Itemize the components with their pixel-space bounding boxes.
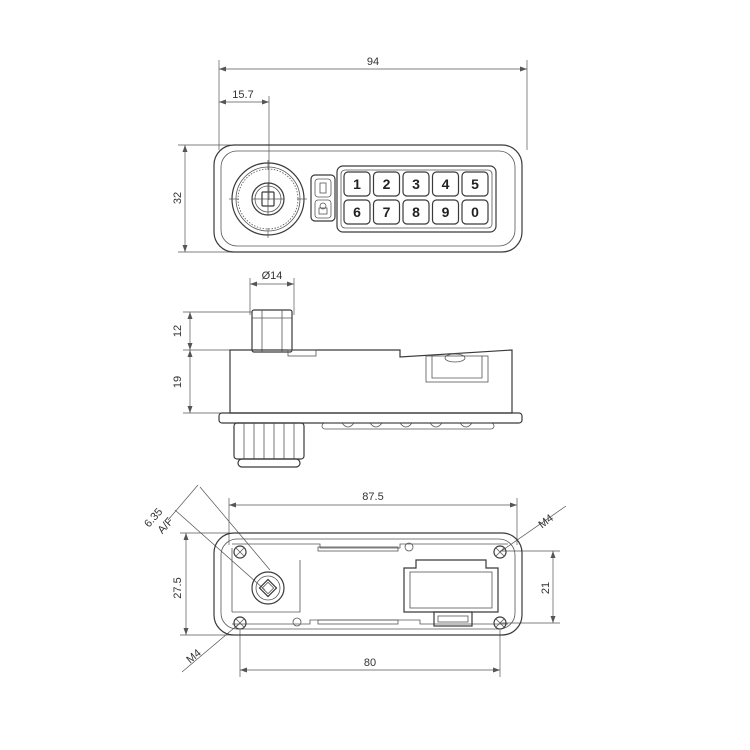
mounting-hole-icon	[493, 545, 507, 559]
key-label: 5	[471, 176, 479, 192]
keypad-key-8: 8	[402, 199, 430, 225]
key-cap	[461, 171, 489, 197]
screw-icon	[292, 542, 414, 627]
key-cap	[461, 199, 489, 225]
keypad	[336, 165, 497, 233]
battery-compartment	[403, 559, 499, 627]
key-cap	[402, 171, 430, 197]
dim-diameter: Ø14	[262, 270, 283, 282]
key-label: 8	[412, 204, 420, 220]
key-label: 2	[383, 176, 391, 192]
back-body-outline	[213, 532, 523, 636]
side-flange	[218, 412, 523, 424]
battery-icon	[314, 178, 332, 198]
keypad-key-5: 5	[461, 171, 489, 197]
key-label: 0	[471, 204, 479, 220]
key-cap	[343, 171, 371, 197]
key-cap	[402, 199, 430, 225]
mounting-hole-icon	[493, 616, 507, 630]
key-cap	[372, 199, 401, 225]
key-cap	[343, 199, 371, 225]
keypad-key-6: 6	[343, 199, 371, 225]
dim-body-height: 19	[172, 376, 184, 388]
dim-hole-spacing: 80	[364, 657, 376, 669]
keypad-key-9: 9	[431, 199, 460, 225]
dim-front-height: 32	[172, 192, 184, 204]
dim-thread-bottom: M4	[184, 647, 203, 666]
keypad-key-4: 4	[431, 171, 460, 197]
front-view: 94 15.7 32	[172, 56, 528, 253]
dim-front-width: 94	[367, 56, 379, 68]
knob-icon	[229, 160, 307, 238]
key-label: 3	[412, 176, 420, 192]
key-label: 7	[383, 204, 391, 220]
key-label: 6	[353, 204, 361, 220]
keypad-key-3: 3	[402, 171, 430, 197]
keypad-key-7: 7	[372, 199, 401, 225]
keypad-row-1: 1 2 3 4 5	[343, 171, 489, 197]
function-keys	[310, 174, 336, 222]
dim-back-height-right: 21	[540, 582, 552, 594]
key-cap	[372, 171, 401, 197]
key-cap	[431, 171, 460, 197]
lock-body-outline	[213, 144, 523, 253]
dim-back-height-left: 27.5	[172, 577, 184, 598]
knob-side	[233, 422, 305, 468]
key-label: 9	[442, 204, 450, 220]
spindle-square-icon	[251, 571, 285, 605]
side-body	[229, 349, 513, 414]
key-label: 4	[442, 176, 450, 192]
back-view: 87.5 6.35 A/F 27.5 21 M4 M4 80	[142, 484, 567, 677]
mounting-hole-icon	[233, 545, 247, 559]
keypad-key-1: 1	[343, 171, 371, 197]
dim-knob-offset: 15.7	[232, 89, 253, 101]
keypad-key-2: 2	[372, 171, 401, 197]
dim-spindle-height: 12	[172, 325, 184, 337]
keypad-row-2: 6 7 8 9 0	[343, 199, 489, 225]
mounting-hole-icon	[233, 616, 247, 630]
spindle	[251, 309, 293, 353]
keypad-key-0: 0	[461, 199, 489, 225]
lock-icon	[314, 199, 332, 219]
dim-back-width: 87.5	[362, 491, 383, 503]
key-cap	[431, 199, 460, 225]
key-label: 1	[353, 176, 361, 192]
side-view: Ø14 12 19	[172, 270, 523, 468]
